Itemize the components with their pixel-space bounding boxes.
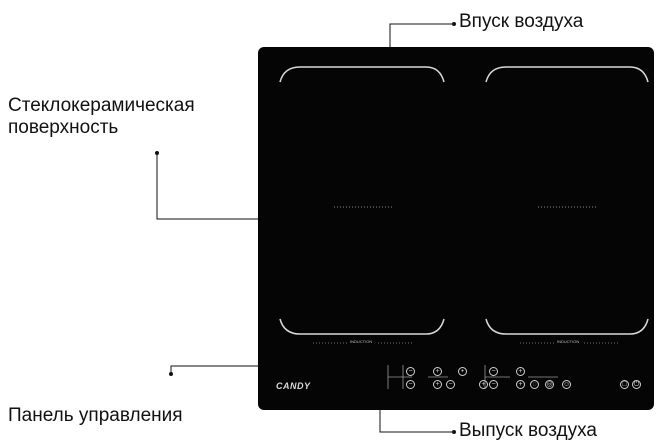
glass-surface-leader [156,153,258,220]
timer-icon[interactable]: • [458,367,467,376]
booster-icon[interactable]: ◎ [545,380,554,389]
minus-icon[interactable]: − [446,380,455,389]
glass-surface-dot [155,151,159,155]
lock-icon[interactable]: □ [620,380,629,389]
glass-ceramic-surface-label-line2: поверхность [8,117,119,138]
control-panel-leader [170,365,258,374]
glass-ceramic-surface-label: Стеклокерамическая поверхность [8,95,195,139]
air-outlet-dot [452,430,456,434]
bridge-icon[interactable]: ◌ [530,380,539,389]
zone-top-left-bottom-outline [279,318,445,335]
control-panel-dot [169,372,173,376]
plus-icon[interactable]: + [479,380,488,389]
minus-icon[interactable]: − [489,380,498,389]
plus-icon[interactable]: + [516,367,525,376]
power-icon[interactable]: ⏻ [632,380,641,389]
zone-top-right-bottom-outline [485,318,649,335]
minus-icon[interactable]: − [406,367,415,376]
plus-icon[interactable]: + [433,380,442,389]
plus-icon[interactable]: + [516,380,525,389]
zone-marking-left: INDUCTION [350,339,373,344]
plus-icon[interactable]: + [433,367,442,376]
zone-top-right-top-outline [485,66,649,83]
zone-marking-right: INDUCTION [557,339,580,344]
minus-icon[interactable]: − [489,367,498,376]
minus-icon[interactable]: − [406,380,415,389]
control-panel-label: Панель управления [8,405,183,426]
glass-ceramic-surface-label-line1: Стеклокерамическая [8,95,195,116]
timer-icon[interactable]: ☺ [562,380,571,389]
induction-hob: CANDY INDUCTION INDUCTION − + − + − • + … [258,47,654,410]
air-outlet-leader [379,410,454,433]
zone-top-left-top-outline [279,66,445,83]
brand-logo: CANDY [276,381,311,391]
air-inlet-dot [452,22,456,26]
air-outlet-label: Выпуск воздуха [459,420,597,441]
air-inlet-label: Впуск воздуха [459,11,584,32]
air-inlet-leader [389,23,454,47]
hob-markings [279,66,649,389]
